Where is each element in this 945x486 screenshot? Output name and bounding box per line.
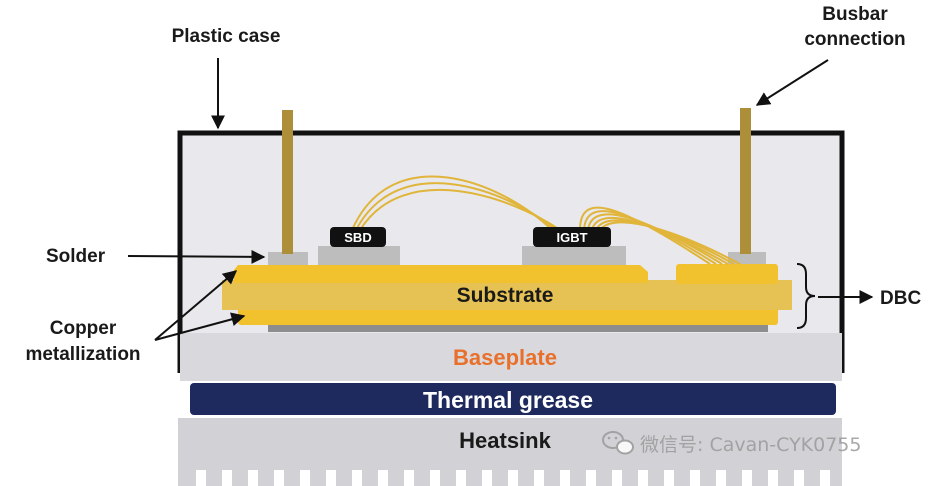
watermark: 微信号: Cavan-CYK0755 [602,431,862,456]
solder-pad-terminal-right [728,252,766,264]
solder-pad-sbd [318,246,400,265]
sbd-chip: SBD [330,227,386,247]
dbc-stack: Substrate [222,264,792,325]
bottom-solder-layer [268,323,768,332]
watermark-text: 微信号: Cavan-CYK0755 [640,434,862,456]
solder-arrow [127,249,266,264]
solder-pad-terminal-left [268,252,308,265]
dbc-label: DBC [880,288,921,309]
igbt-label: IGBT [556,230,587,245]
terminal-right [740,108,751,254]
busbar-label-line1: Busbar [822,4,888,25]
baseplate-label: Baseplate [453,345,557,370]
baseplate: Baseplate [180,333,842,381]
copper-arrow-top [154,270,238,341]
sbd-label: SBD [344,230,371,245]
busbar-arrow [755,59,829,106]
igbt-chip: IGBT [533,227,611,247]
solder-label: Solder [46,246,106,267]
thermal-grease-label: Thermal grease [423,387,593,413]
heatsink: Heatsink [178,418,842,486]
copper-metallization-bottom [238,307,778,325]
heatsink-label: Heatsink [459,428,551,453]
busbar-label-line2: connection [804,29,905,50]
copper-label-line1: Copper [50,318,117,339]
solder-pad-igbt [522,246,626,265]
thermal-grease: Thermal grease [190,383,836,415]
copper-metallization-top-left [234,265,648,283]
plastic-case-label: Plastic case [172,26,281,47]
terminal-left [282,110,293,254]
copper-metallization-top-right [676,264,778,284]
bond-wires [351,175,741,265]
dbc-brace [796,263,816,329]
copper-label-line2: metallization [25,344,140,365]
substrate-label: Substrate [457,284,554,307]
copper-arrow-bottom [154,312,246,341]
wechat-icon [602,431,634,455]
heatsink-fins [178,468,842,486]
substrate [222,280,792,310]
